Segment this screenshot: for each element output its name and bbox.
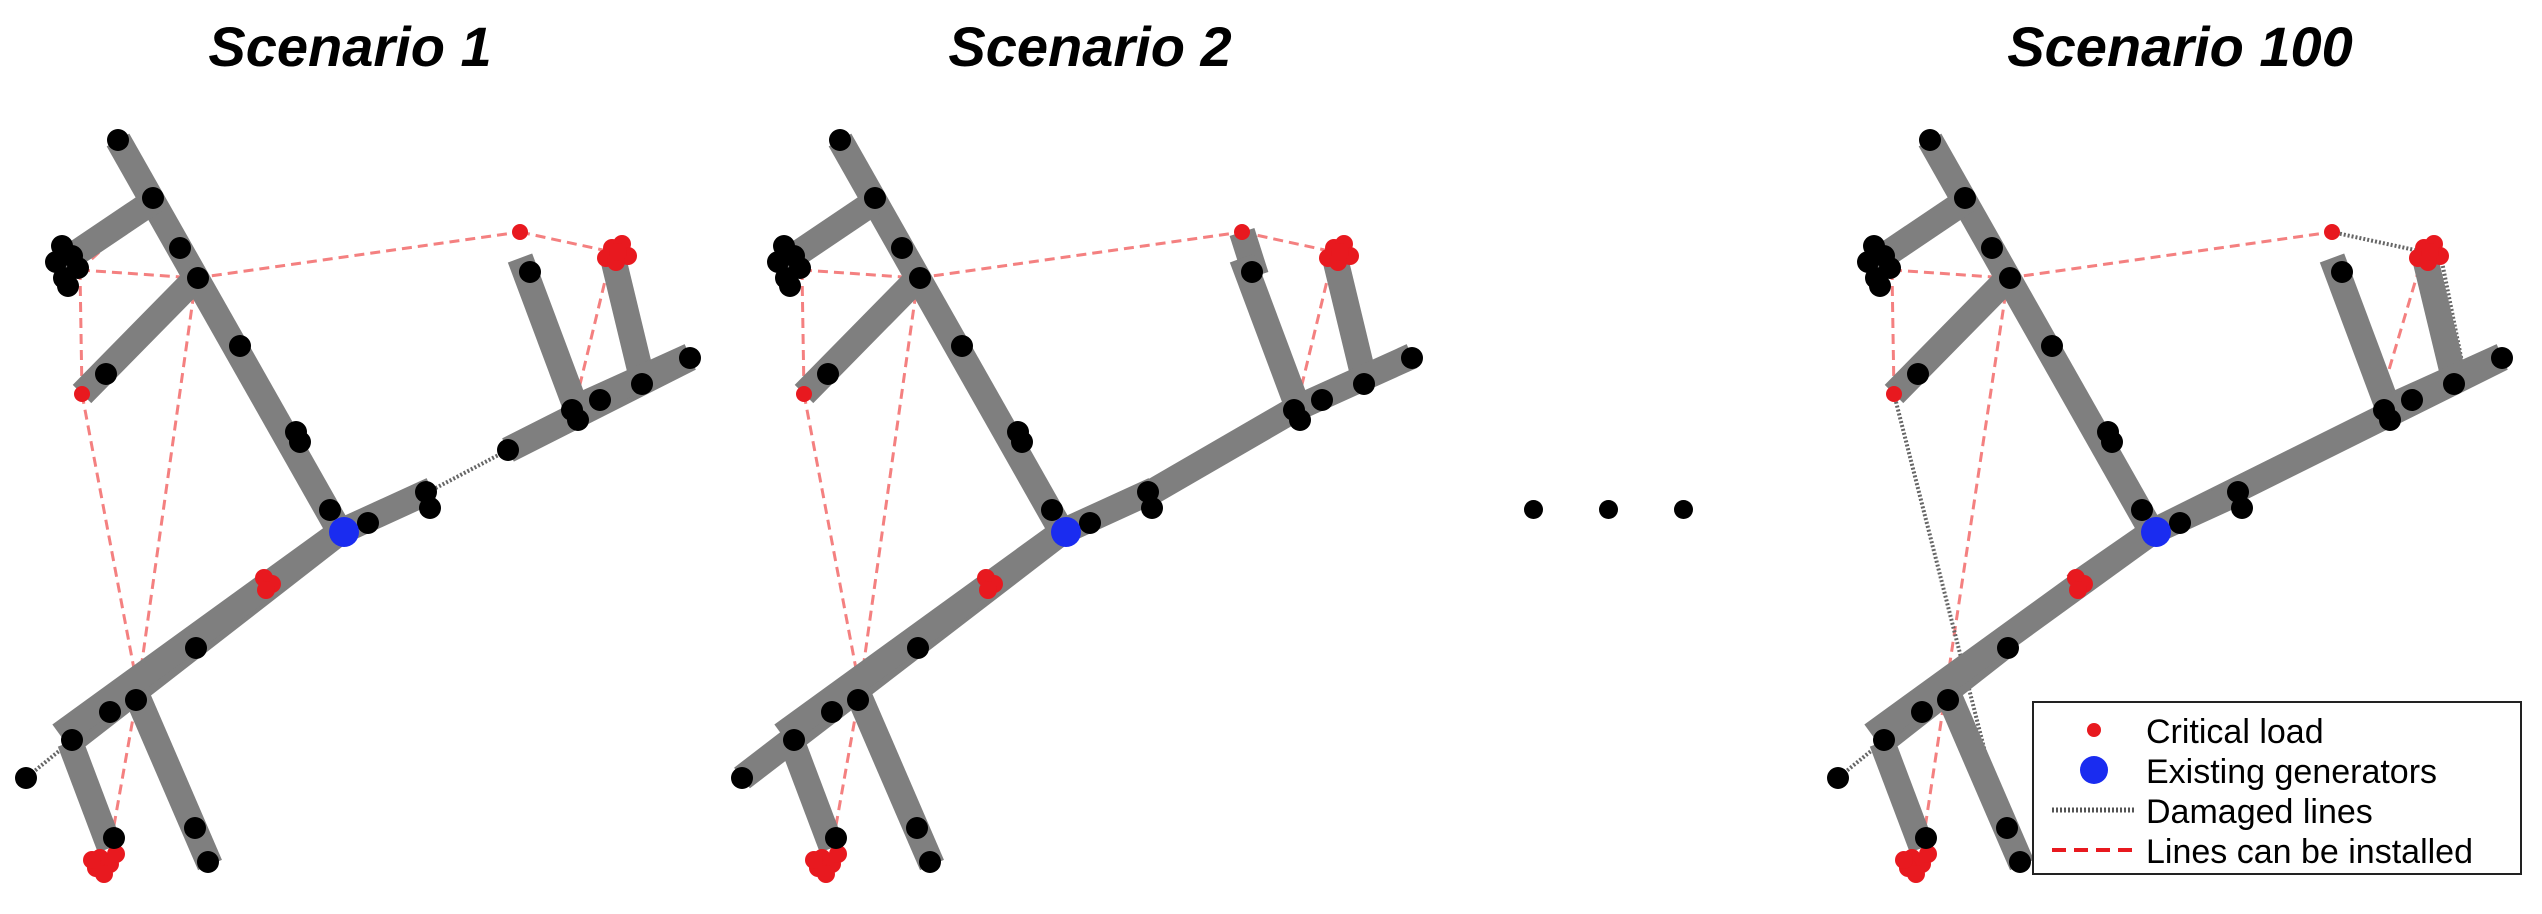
scenario-2-title: Scenario 2 [948, 15, 1232, 78]
scenario-100-title: Scenario 100 [2007, 15, 2353, 78]
generator-marker-icon [2080, 756, 2108, 784]
candidate-lines [800, 230, 1336, 849]
critical-load-marker-icon [2087, 723, 2101, 737]
legend-item-existing-generators: Existing generators [2034, 751, 2520, 791]
legend: Critical load Existing generators Damage… [2032, 701, 2522, 875]
legend-item-damaged-lines: Damaged lines [2034, 791, 2520, 831]
legend-label-lines-installed: Lines can be installed [2146, 833, 2474, 871]
legend-item-critical-load: Critical load [2034, 711, 2520, 751]
candidate-lines [78, 198, 614, 849]
ellipsis-dots-icon [1510, 500, 1700, 530]
legend-label-critical-load: Critical load [2146, 713, 2324, 751]
legend-label-existing-generators: Existing generators [2146, 753, 2438, 791]
scenario-1-title: Scenario 1 [208, 15, 492, 78]
legend-item-lines-installed: Lines can be installed [2034, 831, 2520, 871]
legend-label-damaged-lines: Damaged lines [2146, 793, 2373, 831]
scenario-100-network [1827, 129, 2513, 883]
candidate-line-swatch-icon [2052, 848, 2136, 852]
damaged-line-swatch-icon [2052, 807, 2136, 813]
scenario-1-network [15, 129, 701, 883]
scenario-2-network [731, 129, 1423, 883]
